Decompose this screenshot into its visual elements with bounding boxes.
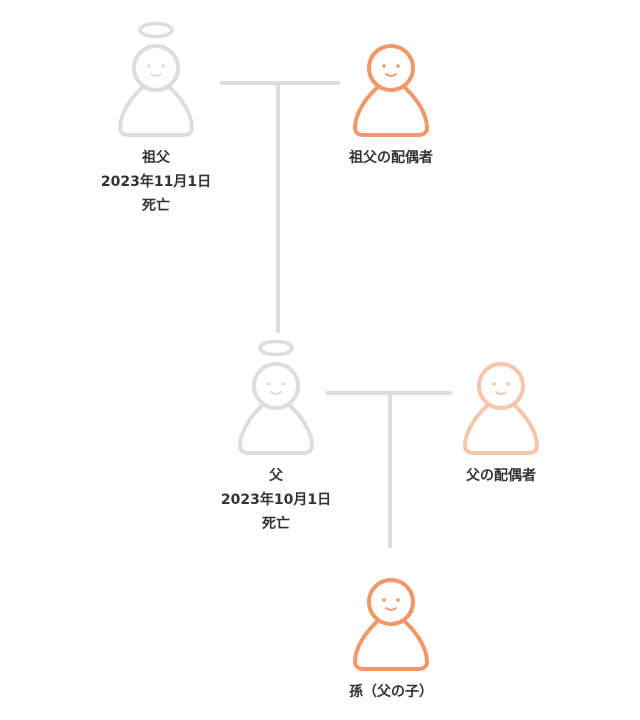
death-date: 2023年10月1日	[220, 492, 332, 508]
person-label: 孫（父の子）	[321, 680, 461, 704]
deceased-person-icon	[238, 339, 314, 455]
person-grandfather-spouse: 祖父の配偶者	[321, 20, 461, 170]
living-person-icon	[353, 44, 429, 137]
living-person-icon	[353, 578, 429, 671]
living-person-icon	[463, 362, 539, 455]
person-label: 祖父の配偶者	[321, 146, 461, 170]
death-date: 2023年11月1日	[100, 174, 212, 190]
death-status: 死亡	[262, 516, 290, 532]
person-grandchild: 孫（父の子）	[321, 554, 461, 704]
deceased-person-icon	[118, 21, 194, 137]
person-name: 祖父	[142, 150, 170, 166]
person-father: 父 2023年10月1日 死亡	[206, 338, 346, 536]
person-label: 父の配偶者	[431, 464, 571, 488]
person-label: 父 2023年10月1日 死亡	[206, 464, 346, 536]
person-grandfather: 祖父 2023年11月1日 死亡	[86, 20, 226, 218]
person-name: 父の配偶者	[466, 468, 536, 484]
person-father-spouse: 父の配偶者	[431, 338, 571, 488]
death-status: 死亡	[142, 198, 170, 214]
person-name: 孫（父の子）	[349, 684, 433, 700]
person-label: 祖父 2023年11月1日 死亡	[86, 146, 226, 218]
person-name: 父	[269, 468, 283, 484]
person-name: 祖父の配偶者	[349, 150, 433, 166]
